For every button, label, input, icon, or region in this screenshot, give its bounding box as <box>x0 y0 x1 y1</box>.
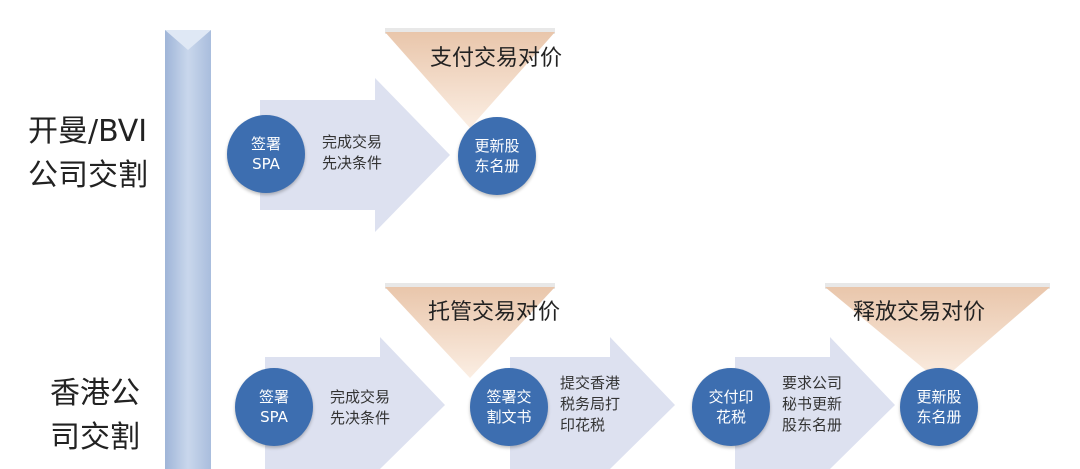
row2-sign-documents-node: 签署交 割文书 <box>470 368 548 446</box>
row2-sign-spa-node: 签署 SPA <box>235 368 313 446</box>
triangle-row1-payment <box>385 28 555 128</box>
row2-update-line1: 更新股 <box>916 388 962 406</box>
row2-release-label: 释放交易对价 <box>853 300 986 325</box>
row1-conditions-line2: 先决条件 <box>322 154 383 172</box>
row2-sign-line1: 签署 <box>258 388 289 406</box>
row2-conditions-line2: 先决条件 <box>330 409 391 427</box>
row2-submit-text: 提交香港 税务局打 印花税 <box>560 373 620 436</box>
row2-request-line2: 秘书更新 <box>782 395 843 413</box>
row1-label-line2: 公司交割 <box>28 158 148 193</box>
row1-update-line2: 东名册 <box>474 157 520 175</box>
row1-label: 开曼/BVI 公司交割 <box>28 110 148 198</box>
row2-label: 香港公 司交割 <box>50 372 140 460</box>
row2-submit-line2: 税务局打 <box>560 395 621 413</box>
row1-sign-line2: SPA <box>252 155 280 173</box>
row1-sign-spa-node: 签署 SPA <box>227 115 305 193</box>
row1-update-line1: 更新股 <box>474 137 520 155</box>
row1-sign-line1: 签署 <box>250 135 281 153</box>
arrow-row1-conditions <box>260 78 450 232</box>
row2-request-text: 要求公司 秘书更新 股东名册 <box>782 373 842 436</box>
row2-sign-docs-line2: 割文书 <box>486 408 532 426</box>
row2-update-line2: 东名册 <box>916 408 962 426</box>
arrow-row2-request <box>735 337 895 469</box>
row2-label-line1: 香港公 <box>50 376 140 411</box>
vertical-timeline-bar <box>165 30 211 469</box>
row1-conditions-text: 完成交易 先决条件 <box>322 132 382 174</box>
row1-update-register-node: 更新股 东名册 <box>458 117 536 195</box>
row2-submit-line1: 提交香港 <box>560 374 621 392</box>
row2-escrow-label: 托管交易对价 <box>428 300 561 325</box>
row2-pay-stamp-line1: 交付印 <box>708 388 754 406</box>
row2-submit-line3: 印花税 <box>560 416 606 434</box>
row2-pay-stamp-duty-node: 交付印 花税 <box>692 368 770 446</box>
arrow-row2-submit <box>510 337 675 469</box>
row2-conditions-text: 完成交易 先决条件 <box>330 387 390 429</box>
row2-request-line1: 要求公司 <box>782 374 843 392</box>
row1-conditions-line1: 完成交易 <box>322 133 383 151</box>
row2-request-line3: 股东名册 <box>782 416 843 434</box>
row2-sign-docs-line1: 签署交 <box>486 388 532 406</box>
row2-update-register-node: 更新股 东名册 <box>900 368 978 446</box>
row2-sign-line2: SPA <box>260 408 288 426</box>
arrow-row2-conditions <box>265 337 445 469</box>
triangle-row2-release <box>825 283 1050 382</box>
row1-label-line1: 开曼/BVI <box>28 114 148 149</box>
triangle-row2-escrow <box>385 283 555 378</box>
row2-conditions-line1: 完成交易 <box>330 388 391 406</box>
row1-payment-label: 支付交易对价 <box>430 46 563 71</box>
row2-pay-stamp-line2: 花税 <box>715 408 746 426</box>
row2-label-line2: 司交割 <box>50 420 140 455</box>
